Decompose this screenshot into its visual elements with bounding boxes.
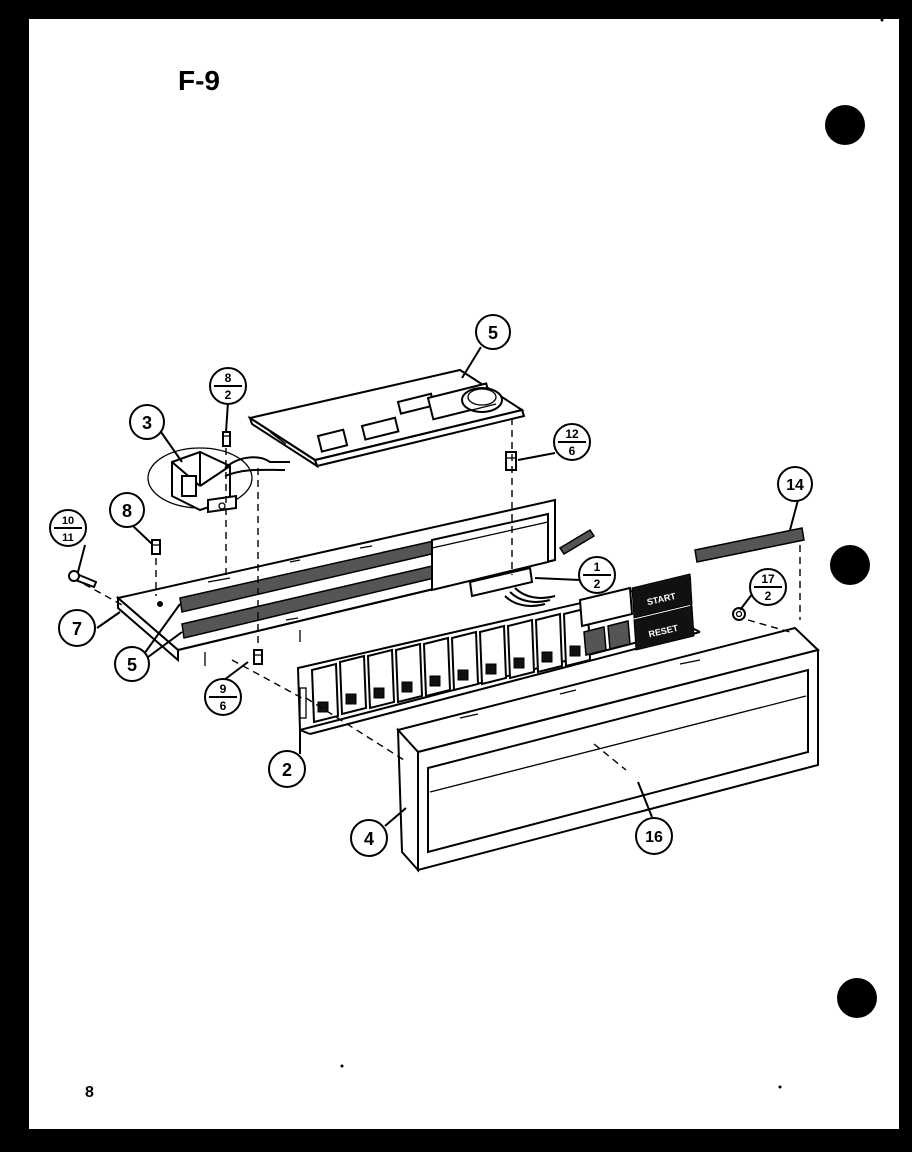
screw-8 <box>151 539 161 555</box>
screw-10-11 <box>68 570 98 589</box>
callout-5-lower-label: 5 <box>127 655 137 675</box>
keypad-key <box>366 648 396 710</box>
keypad-display-window <box>578 586 634 628</box>
keypad-key <box>478 624 508 686</box>
callout-17-2: 17 2 <box>749 568 787 606</box>
callout-8-label: 8 <box>122 501 132 521</box>
binder-hole-bottom <box>837 978 877 1018</box>
callout-12-6-top: 12 <box>565 427 579 441</box>
callout-8-screw: 8 <box>109 492 145 528</box>
callout-4-label: 4 <box>364 829 374 849</box>
callout-16-label: 16 <box>645 829 663 846</box>
binder-hole-middle <box>830 545 870 585</box>
keypad-key <box>506 618 536 680</box>
figure-label: F-9 <box>178 65 220 96</box>
speck <box>778 1085 782 1089</box>
start-key: START <box>631 573 693 619</box>
keypad-key <box>422 636 452 698</box>
callout-12-6-bottom: 6 <box>569 444 576 458</box>
speck <box>340 1064 344 1068</box>
keypad-key-small <box>583 626 607 656</box>
callout-4: 4 <box>350 819 388 857</box>
callout-8-2: 8 2 <box>209 367 247 405</box>
callout-7: 7 <box>58 609 96 647</box>
callout-5-board-label: 5 <box>488 323 498 343</box>
callout-3-label: 3 <box>142 413 152 433</box>
gasket-strip <box>694 527 805 563</box>
speck <box>880 18 884 22</box>
callout-9-6: 9 6 <box>204 678 242 716</box>
standoff-12-6 <box>505 451 517 471</box>
callout-2-label: 2 <box>282 760 292 780</box>
callout-2: 2 <box>268 750 306 788</box>
keypad-key <box>310 662 340 724</box>
ribbon-cable <box>504 528 596 607</box>
callout-12-6: 12 6 <box>553 423 591 461</box>
mounting-bracket <box>115 498 556 666</box>
screw-8-2 <box>222 431 231 447</box>
callout-5-lower: 5 <box>114 646 150 682</box>
callout-14-label: 14 <box>786 477 804 494</box>
callout-1-2-top: 1 <box>594 560 601 574</box>
callout-7-label: 7 <box>72 619 82 639</box>
keypad-key <box>394 642 424 704</box>
callout-8-2-bottom: 2 <box>225 388 232 402</box>
keypad-key <box>450 630 480 692</box>
callout-17-2-top: 17 <box>761 572 775 586</box>
keypad-buttons: START RESET <box>310 573 695 724</box>
callout-1-2: 1 2 <box>578 556 616 594</box>
callout-10-11-bottom: 11 <box>62 532 74 544</box>
nut-17-2 <box>732 607 746 621</box>
control-board <box>247 368 526 469</box>
callout-1-2-bottom: 2 <box>594 577 601 591</box>
callout-16: 16 <box>635 817 673 855</box>
screw-9-6 <box>253 649 263 665</box>
callout-9-6-bottom: 6 <box>220 699 227 713</box>
reset-key: RESET <box>633 605 695 651</box>
transformer <box>147 447 290 514</box>
callout-10-11-top: 10 <box>62 515 74 527</box>
callout-3-transformer: 3 <box>129 404 165 440</box>
callout-5-board: 5 <box>475 314 511 350</box>
assembly-guide-lines <box>83 418 801 771</box>
keypad-key-small <box>607 620 631 650</box>
callout-8-2-top: 8 <box>225 371 232 385</box>
front-trim-panel <box>396 626 820 873</box>
callout-14: 14 <box>777 466 813 502</box>
keypad-key <box>338 654 368 716</box>
callout-9-6-top: 9 <box>220 682 227 696</box>
binder-hole-top <box>825 105 865 145</box>
callout-10-11: 10 11 <box>49 509 87 547</box>
keypad-key <box>534 612 564 674</box>
page-number: 8 <box>85 1084 94 1101</box>
callout-17-2-bottom: 2 <box>765 589 772 603</box>
